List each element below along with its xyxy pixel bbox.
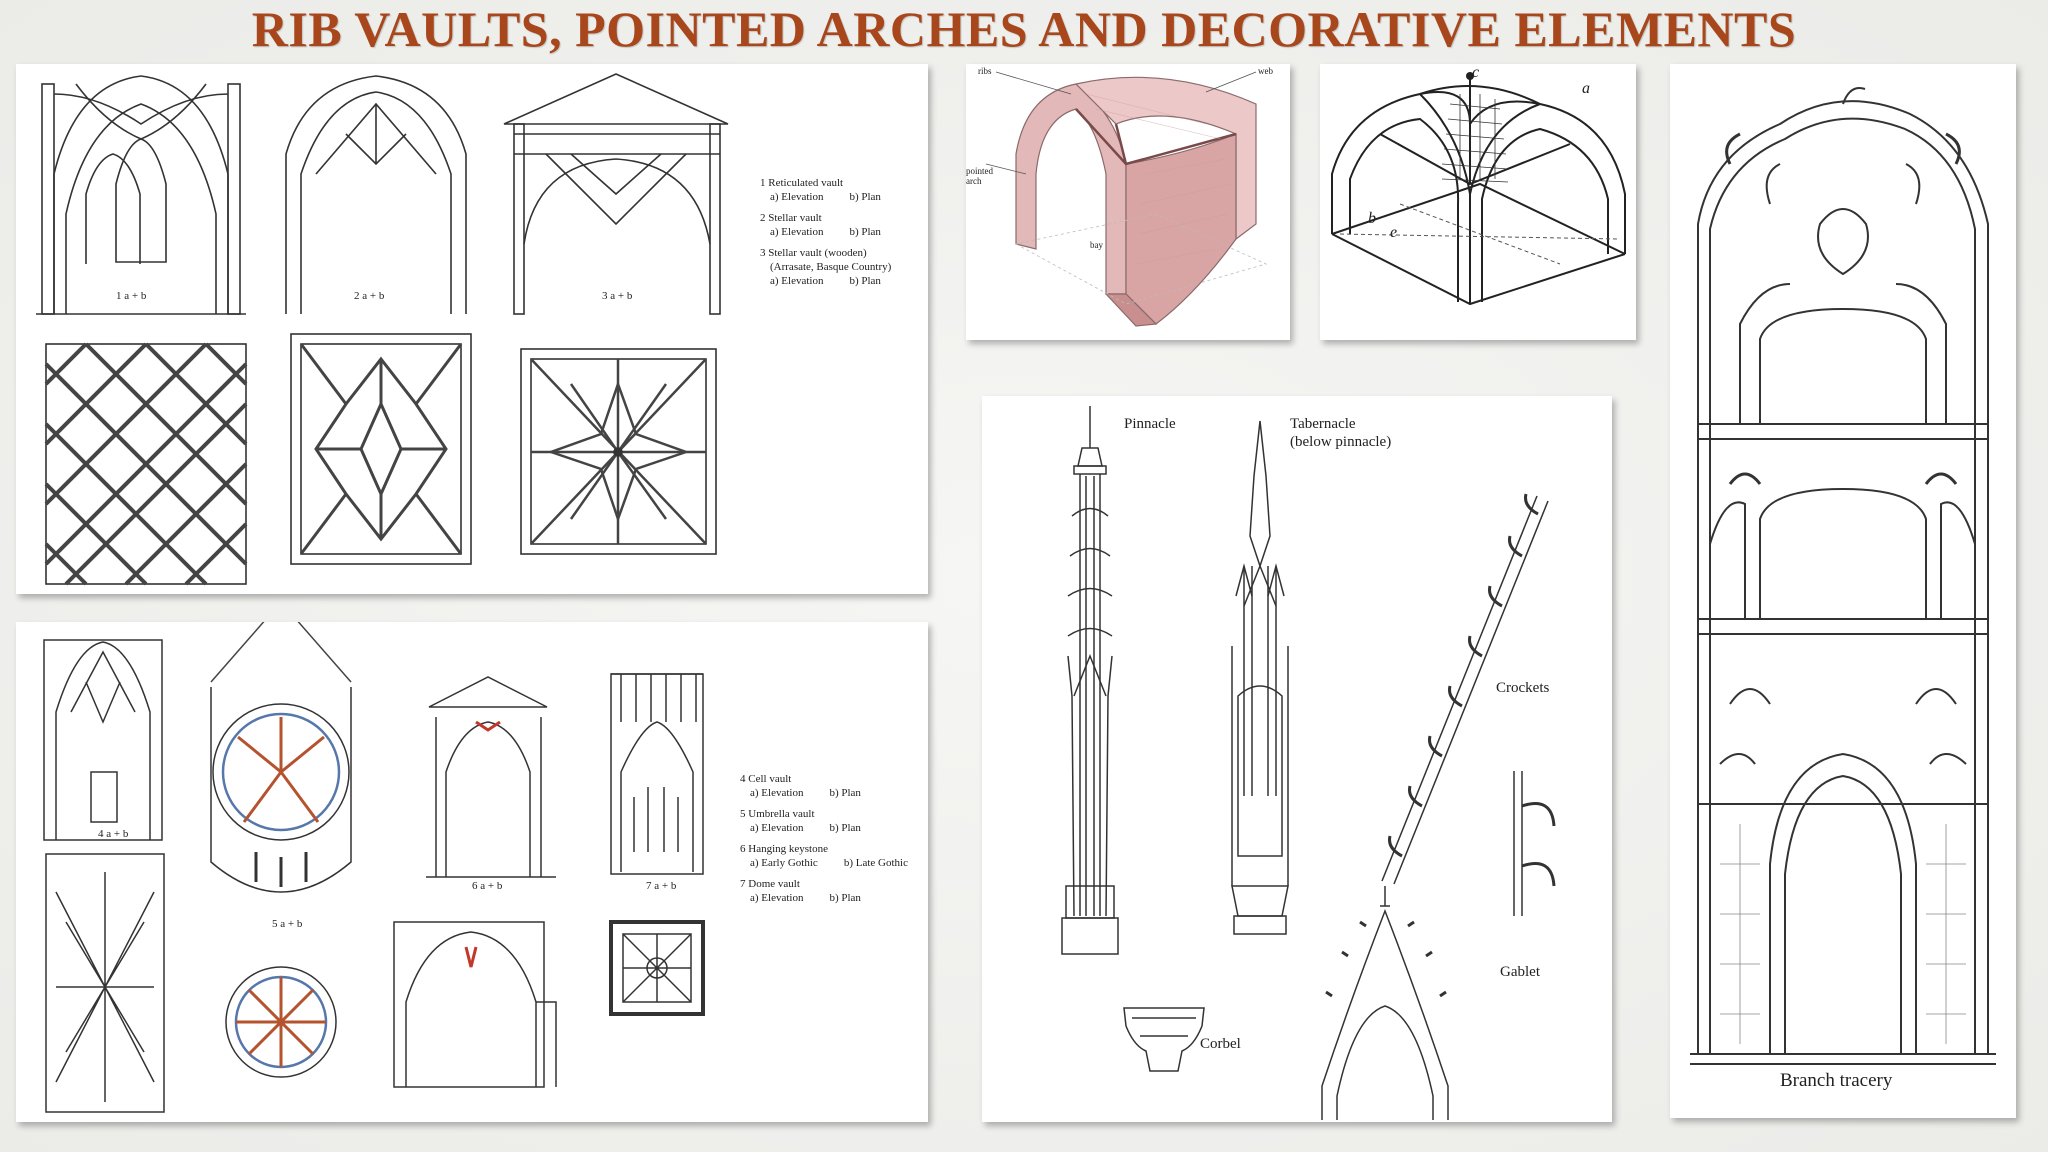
legend-option-a: a) Elevation — [750, 892, 804, 904]
legend-option-b: b) Late Gothic — [843, 857, 908, 869]
panel-rib-vault-drawing: a b c e — [1320, 64, 1636, 340]
label-a-top: a — [1582, 80, 1590, 97]
rib-vault-drawing-figure — [1331, 72, 1626, 306]
panel-branch-tracery: Branch tracery — [1670, 64, 2016, 1118]
legend-title: 1 Reticulated vault — [760, 177, 844, 189]
panel-rib-vault-plans: 1 a + b 2 a + b 3 a + b 1 Reticulated va… — [16, 64, 928, 594]
legend-title: 2 Stellar vault — [760, 212, 822, 224]
label-pinnacle: Pinnacle — [1124, 416, 1176, 432]
legend-option-b: b) Plan — [829, 822, 861, 834]
figure-caption-2: 2 a + b — [354, 290, 385, 302]
label-tabernacle: Tabernacle — [1290, 416, 1356, 432]
legend-item: 3 Stellar vault (wooden) (Arrasate, Basq… — [760, 246, 925, 288]
legend-item: 5 Umbrella vault a) Elevation b) Plan — [740, 807, 925, 835]
figure-caption-7: 7 a + b — [646, 880, 677, 892]
label-tabernacle-note: (below pinnacle) — [1290, 434, 1392, 450]
legend-option-a: a) Elevation — [770, 191, 824, 203]
legend-option-a: a) Early Gothic — [750, 857, 818, 869]
vault-types-figure — [43, 622, 705, 1113]
figure-caption-1: 1 a + b — [116, 290, 147, 302]
legend-option-a: a) Elevation — [750, 787, 804, 799]
legend-item: 6 Hanging keystone a) Early Gothic b) Lat… — [740, 842, 925, 870]
label-branch-tracery: Branch tracery — [1780, 1070, 1893, 1091]
label-bay: bay — [1090, 240, 1103, 250]
label-corbel: Corbel — [1200, 1036, 1241, 1052]
figure-caption-5: 5 a + b — [272, 918, 303, 930]
label-crockets: Crockets — [1496, 680, 1550, 696]
legend-option-b: b) Plan — [849, 191, 881, 203]
legend-option-a: a) Elevation — [770, 226, 824, 238]
legend-title: 4 Cell vault — [740, 773, 792, 785]
legend-option-a: a) Elevation — [770, 275, 824, 287]
legend-item: 7 Dome vault a) Elevation b) Plan — [740, 877, 925, 905]
panel-vault-types: 4 a + b 5 a + b 6 a + b 7 a + b 4 Cell v… — [16, 622, 928, 1122]
legend-option-a: a) Elevation — [750, 822, 804, 834]
label-gablet: Gablet — [1500, 964, 1540, 980]
panel-decorative-elements: Pinnacle Tabernacle (below pinnacle) Cro… — [982, 396, 1612, 1122]
decorative-elements-figure — [1061, 406, 1556, 1120]
vault-types-legend: 4 Cell vault a) Elevation b) Plan 5 Umbre… — [740, 772, 925, 912]
legend-item: 1 Reticulated vault a) Elevation b) Plan — [760, 176, 925, 204]
rib-vault-model-figure — [985, 71, 1268, 327]
legend-title: 5 Umbrella vault — [740, 808, 815, 820]
label-e-left: e — [1390, 224, 1398, 241]
legend-title: 6 Hanging keystone — [740, 843, 828, 855]
legend-option-b: b) Plan — [849, 275, 881, 287]
legend-option-b: b) Plan — [829, 892, 861, 904]
label-c-top: c — [1472, 64, 1480, 81]
label-pointed-arch: pointed arch — [966, 166, 993, 186]
panel-rib-vault-model: ribs web pointed arch bay — [966, 64, 1290, 340]
legend-note: (Arrasate, Basque Country) — [770, 261, 892, 273]
legend-title: 7 Dome vault — [740, 878, 800, 890]
legend-option-b: b) Plan — [829, 787, 861, 799]
slide-title: RIB VAULTS, POINTED ARCHES AND DECORATIV… — [251, 1, 1797, 57]
legend-title: 3 Stellar vault (wooden) — [760, 247, 867, 259]
legend-option-b: b) Plan — [849, 226, 881, 238]
figure-caption-4: 4 a + b — [98, 828, 129, 840]
figure-caption-6: 6 a + b — [472, 880, 503, 892]
label-ribs: ribs — [978, 66, 992, 76]
vault-drawings-figure — [36, 73, 729, 586]
label-web: web — [1258, 66, 1273, 76]
label-b-left: b — [1368, 210, 1376, 227]
figure-caption-3: 3 a + b — [602, 290, 633, 302]
branch-tracery-figure — [1690, 87, 1996, 1065]
legend-item: 4 Cell vault a) Elevation b) Plan — [740, 772, 925, 800]
legend-item: 2 Stellar vault a) Elevation b) Plan — [760, 211, 925, 239]
